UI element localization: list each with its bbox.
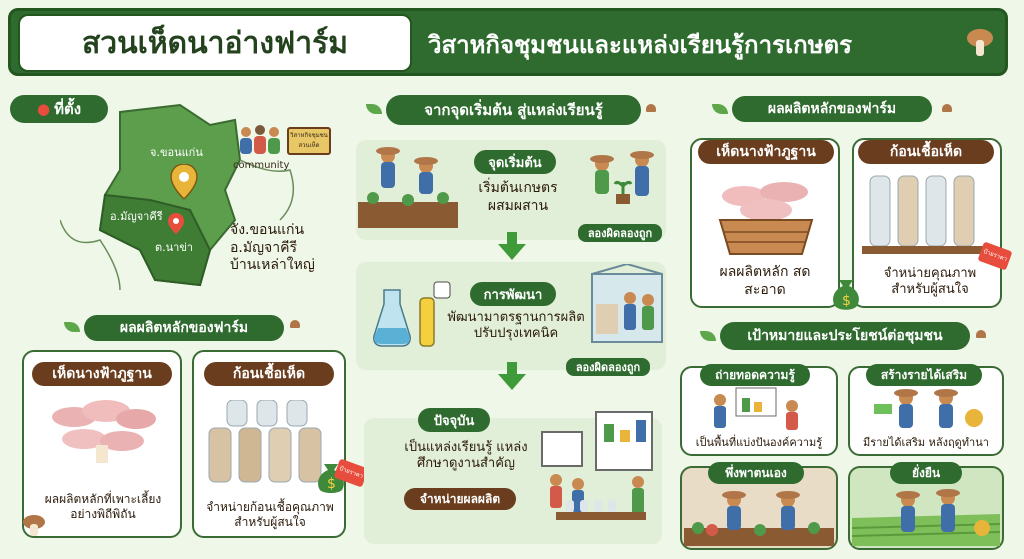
- leaf-icon: [366, 104, 382, 114]
- seedling-farmers-illustration: [582, 148, 666, 218]
- spawn-shelf-icon: [862, 172, 992, 260]
- arrow-down-icon: [498, 374, 526, 390]
- svg-text:$: $: [327, 476, 336, 492]
- lab-flask-illustration: [372, 280, 452, 352]
- map-label-district: อ.มัญจาคีรี: [110, 210, 163, 223]
- community-label: community: [233, 160, 290, 171]
- mushroom-icon: [290, 320, 300, 328]
- leaf-icon: [712, 104, 728, 114]
- arrow-down-icon: [507, 232, 517, 246]
- goal-caption-knowledge: เป็นพื้นที่แบ่งปันองค์ความรู้: [695, 436, 823, 449]
- product-caption-mushroom-right: ผลผลิตหลัก สดสะอาด: [719, 264, 811, 298]
- mushroom-icon: [976, 330, 986, 338]
- location-heading-pill: ● ที่ตั้ง: [10, 95, 108, 123]
- address-line-1: จัง.ขอนแก่น: [230, 222, 305, 238]
- price-tag-label: ป้ายราคา: [338, 465, 364, 481]
- address-line-2: อ.มัญจาคีรี: [230, 239, 297, 256]
- goals-heading-pill: เป้าหมายและประโยชน์ต่อชุมชน: [720, 322, 970, 350]
- sign-board-label: วิสาหกิจชุมชน สวนเห็ด: [290, 132, 328, 149]
- goal-label-sustainable: ยั่งยืน: [890, 462, 962, 484]
- mushroom-icon: [942, 104, 952, 112]
- page-title: สวนเห็ดนาอ่างฟาร์ม: [18, 14, 412, 72]
- farmers-ricefield-illustration: [851, 488, 1001, 550]
- address: จัง.ขอนแก่น อ.มัญจาคีรี บ้านเหล่าใหญ่: [230, 222, 315, 275]
- page-subtitle: วิสาหกิจชุมชนและแหล่งเรียนรู้การเกษตร: [428, 30, 852, 59]
- journey-heading: จากจุดเริ่มต้น สู่แหล่งเรียนรู้: [424, 101, 603, 119]
- spawn-bag-icon: [205, 399, 325, 489]
- arrow-down-icon: [498, 244, 526, 260]
- goal-caption-income: มีรายได้เสริม หลังฤดูทำนา: [863, 436, 989, 449]
- product-caption-spawn-right: จำหน่ายคุณภาพ สำหรับผู้สนใจ: [883, 266, 977, 298]
- svg-text:$: $: [842, 293, 851, 309]
- journey-step-3-text: เป็นแหล่งเรียนรู้ แหล่งศึกษาดูงานสำคัญ: [404, 440, 528, 472]
- product-label-mushroom-left: เห็ดนางฟ้าภูฐาน: [32, 362, 172, 386]
- address-line-3: บ้านเหล่าใหญ่: [230, 257, 315, 273]
- goals-heading: เป้าหมายและประโยชน์ต่อชุมชน: [747, 328, 943, 344]
- product-label-spawn-left: ก้อนเชื้อเห็ด: [204, 362, 334, 386]
- journey-step-2-label: การพัฒนา: [470, 282, 556, 306]
- goal-label-knowledge: ถ่ายทอดความรู้: [700, 364, 810, 386]
- product-label-mushroom-right: เห็ดนางฟ้าภูฐาน: [698, 140, 834, 164]
- products-left-heading-pill: ผลผลิตหลักของฟาร์ม: [84, 315, 284, 341]
- journey-step-1-text: เริ่มต้นเกษตร ผสมผสาน: [478, 180, 558, 214]
- journey-step-2-text: พัฒนามาตรฐานการผลิต ปรับปรุงเทคนิค: [447, 310, 585, 342]
- product-caption-mushroom-left: ผลผลิตหลักที่เพาะเลี้ยง อย่างพิถีพิถัน: [44, 492, 162, 521]
- journey-step-3-badge: จำหน่ายผลผลิต: [404, 488, 516, 510]
- mushroom-icon: [646, 104, 656, 112]
- goal-label-income: สร้างรายได้เสริม: [866, 364, 982, 386]
- journey-step-3-label: ปัจจุบัน: [418, 408, 490, 432]
- study-visit-illustration: [538, 410, 662, 546]
- leaf-icon: [64, 322, 80, 332]
- map-label-province: จ.ขอนแก่น: [150, 146, 203, 159]
- goal-label-self-reliance: พึ่งพาตนเอง: [708, 462, 804, 484]
- sign-board: วิสาหกิจชุมชน สวนเห็ด: [287, 127, 331, 155]
- location-heading: ที่ตั้ง: [54, 100, 82, 118]
- farmers-money-illustration: [870, 386, 986, 436]
- leaf-icon: [700, 331, 716, 341]
- community-people-icon: [236, 124, 284, 156]
- map-label-subdistrict: ต.นาข่า: [155, 241, 194, 254]
- journey-step-2-badge: ลองผิดลองถูก: [566, 358, 650, 376]
- products-right-heading-pill: ผลผลิตหลักของฟาร์ม: [732, 96, 932, 122]
- products-right-heading: ผลผลิตหลักของฟาร์ม: [767, 101, 897, 117]
- farmers-planting-illustration: [358, 142, 458, 234]
- price-tag-label: ป้ายราคา: [982, 248, 1008, 264]
- money-bag-icon: $: [828, 274, 864, 316]
- map-pin-icon: [170, 163, 198, 204]
- mushroom-icon: [966, 28, 994, 58]
- mushroom-basket-icon: [714, 176, 818, 264]
- location-pin-icon: ●: [36, 100, 51, 118]
- farmers-vegetables-illustration: [684, 488, 834, 550]
- arrow-down-icon: [507, 362, 517, 376]
- journey-step-1-label: จุดเริ่มต้น: [474, 150, 556, 174]
- products-left-heading: ผลผลิตหลักของฟาร์ม: [119, 320, 249, 336]
- oyster-mushroom-icon: [44, 395, 160, 469]
- mushroom-icon: [22, 514, 46, 542]
- product-caption-spawn-left: จำหน่ายก้อนเชื้อคุณภาพ สำหรับผู้สนใจ: [206, 500, 334, 529]
- greenhouse-workers-illustration: [588, 262, 666, 350]
- journey-step-1-badge: ลองผิดลองถูก: [578, 224, 662, 242]
- product-label-spawn-right: ก้อนเชื้อเห็ด: [858, 140, 994, 164]
- map-pin-small-icon: [168, 213, 184, 239]
- journey-heading-pill: จากจุดเริ่มต้น สู่แหล่งเรียนรู้: [386, 95, 641, 125]
- money-bag-icon: $: [314, 458, 348, 498]
- teaching-illustration: [706, 386, 806, 436]
